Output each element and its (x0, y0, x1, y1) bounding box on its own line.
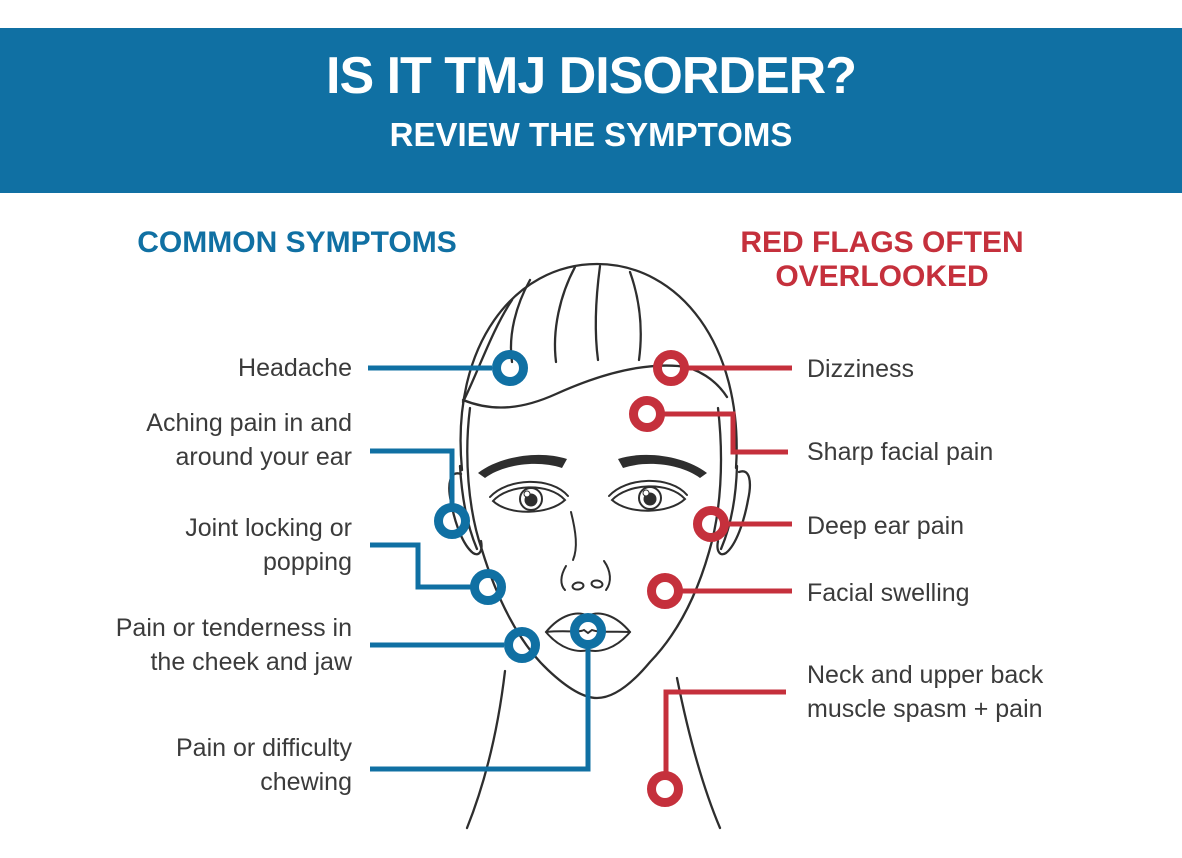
marker-aching-ear (434, 503, 470, 539)
marker-deep-ear-pain (693, 506, 729, 542)
page-subtitle: REVIEW THE SYMPTOMS (389, 116, 793, 153)
hair-strand-4 (628, 270, 642, 362)
right-iris (638, 486, 662, 510)
connector-aching-ear (370, 448, 455, 504)
symptom-label-dizziness: Dizziness (807, 355, 914, 383)
connector-joint-locking (370, 542, 471, 590)
nose-wing-left (560, 565, 567, 591)
nose-wing-right (603, 560, 611, 591)
marker-headache (492, 350, 528, 386)
left-eye-highlight (523, 490, 531, 498)
left-eyebrow (478, 454, 567, 478)
right-eye-crease (608, 479, 688, 497)
symptom-label-headache: Headache (238, 354, 352, 382)
hair-strand-2 (553, 265, 577, 364)
hair-sweep-left (461, 298, 514, 404)
common-symptoms-heading: COMMON SYMPTOMS (137, 226, 457, 259)
page-title: IS IT TMJ DISORDER? (326, 47, 857, 105)
connector-chewing (370, 648, 591, 772)
connector-sharp-facial-pain (664, 411, 788, 455)
right-eyebrow (618, 454, 707, 478)
marker-cheek-jaw (504, 627, 540, 663)
header-banner: IS IT TMJ DISORDER? REVIEW THE SYMPTOMS (0, 28, 1182, 193)
symptom-label-facial-swelling: Facial swelling (807, 579, 970, 607)
connector-neck-spasm (663, 689, 786, 772)
hair-strand-3 (594, 264, 602, 362)
lips-seam (545, 628, 631, 635)
marker-chewing (570, 613, 606, 649)
right-ear (716, 470, 751, 556)
left-eye-outline (491, 486, 567, 513)
symptom-label-aching-ear: Aching pain in and around your ear (146, 409, 352, 471)
nostril-right (590, 579, 604, 589)
marker-facial-swelling (647, 573, 683, 609)
nose-bridge (570, 511, 577, 561)
symptom-label-neck-spasm: Neck and upper back muscle spasm + pain (807, 661, 1044, 723)
nostril-left (571, 581, 585, 591)
neck-right (675, 676, 722, 830)
hair-side-right (719, 464, 739, 551)
symptom-label-chewing: Pain or difficulty chewing (175, 734, 352, 796)
marker-joint-locking (470, 569, 506, 605)
marker-sharp-facial-pain (629, 396, 665, 432)
marker-dizziness (653, 350, 689, 386)
left-eye-crease (489, 480, 569, 498)
neck-left (465, 669, 507, 830)
symptom-label-cheek-jaw: Pain or tenderness in the cheek and jaw (115, 614, 352, 676)
face-contour (466, 406, 723, 700)
hairline (461, 364, 729, 409)
symptom-label-joint-locking: Joint locking or popping (185, 514, 352, 576)
symptom-label-sharp-facial-pain: Sharp facial pain (807, 438, 994, 466)
marker-neck-spasm (647, 771, 683, 807)
red-flags-heading: RED FLAGS OFTEN OVERLOOKED (740, 226, 1024, 293)
left-iris (519, 487, 543, 511)
symptom-label-deep-ear-pain: Deep ear pain (807, 512, 965, 540)
right-eye-outline (610, 485, 687, 512)
right-eye-highlight (642, 489, 650, 497)
